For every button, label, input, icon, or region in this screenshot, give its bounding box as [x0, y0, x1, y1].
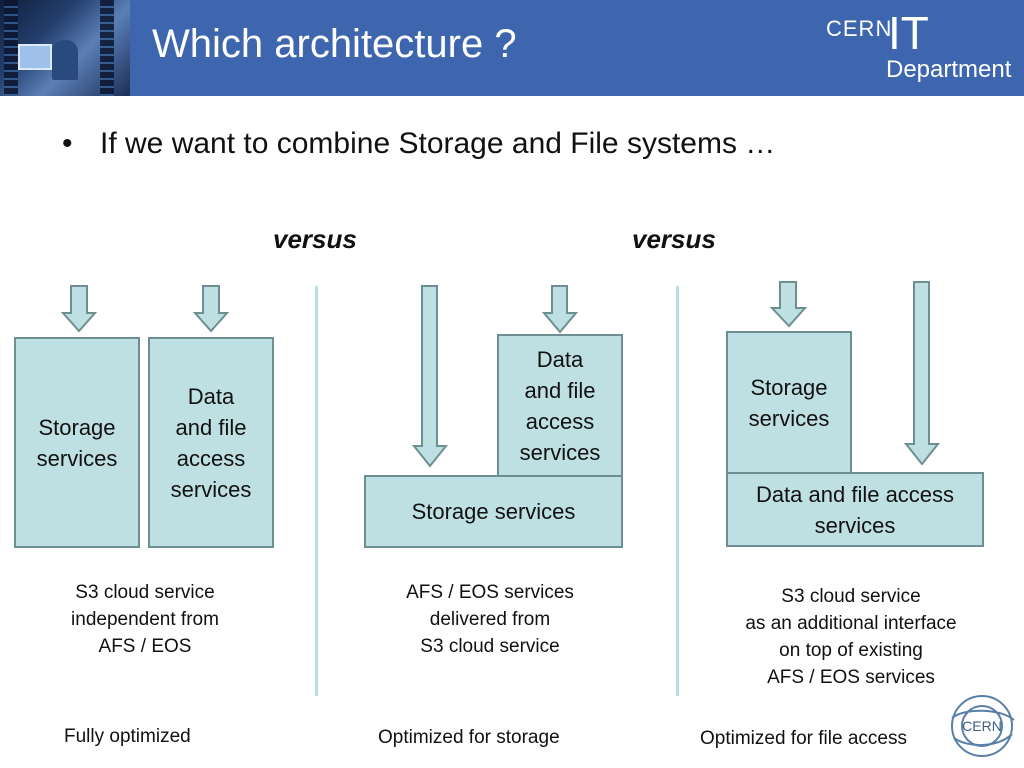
- bullet-text: If we want to combine Storage and File s…: [100, 127, 776, 160]
- storage-services-box: Storage services: [364, 475, 623, 548]
- svg-text:CERN: CERN: [962, 718, 1002, 734]
- panel-2-footer: Optimized for storage: [378, 727, 560, 748]
- panel-3-caption: S3 cloud service as an additional interf…: [745, 586, 957, 688]
- versus-label-1: versus: [273, 224, 357, 254]
- logo-it-text: IT: [888, 7, 929, 59]
- data-file-access-box: Data and file access services: [497, 334, 623, 477]
- down-arrow-icon: [192, 285, 230, 333]
- logo-department-text: Department: [886, 56, 1012, 83]
- panel-separator: [676, 286, 679, 696]
- panel-3-footer: Optimized for file access: [700, 728, 907, 749]
- panel-1-footer: Fully optimized: [64, 726, 191, 747]
- monitor-image: [18, 44, 52, 70]
- header-banner: Which architecture ? CERN IT Department: [0, 0, 1024, 96]
- data-file-access-box: Data and file access services: [148, 337, 274, 548]
- down-arrow-icon: [541, 285, 579, 334]
- down-arrow-icon: [903, 281, 941, 466]
- header-photo: [0, 0, 130, 96]
- server-rack-image: [100, 0, 114, 96]
- panel-1-caption: S3 cloud service independent from AFS / …: [71, 582, 219, 657]
- cern-seal-logo: CERN: [951, 695, 1015, 757]
- storage-services-box: Storage services: [726, 331, 852, 474]
- down-arrow-icon: [60, 285, 98, 333]
- panel-2-caption: AFS / EOS services delivered from S3 clo…: [406, 582, 574, 657]
- bullet-dot: •: [62, 127, 73, 160]
- logo-cern-text: CERN: [826, 16, 893, 41]
- down-arrow-icon: [769, 281, 808, 328]
- bullet-point: • If we want to combine Storage and File …: [62, 127, 775, 161]
- down-arrow-icon: [411, 285, 449, 468]
- slide-title: Which architecture ?: [152, 22, 517, 66]
- versus-label-2: versus: [632, 224, 716, 254]
- data-file-access-box: Data and file access services: [726, 472, 984, 547]
- person-image: [52, 40, 78, 80]
- server-rack-image: [4, 0, 18, 96]
- storage-services-box: Storage services: [14, 337, 140, 548]
- panel-separator: [315, 286, 318, 696]
- cern-it-department-logo: CERN IT Department: [826, 7, 1018, 86]
